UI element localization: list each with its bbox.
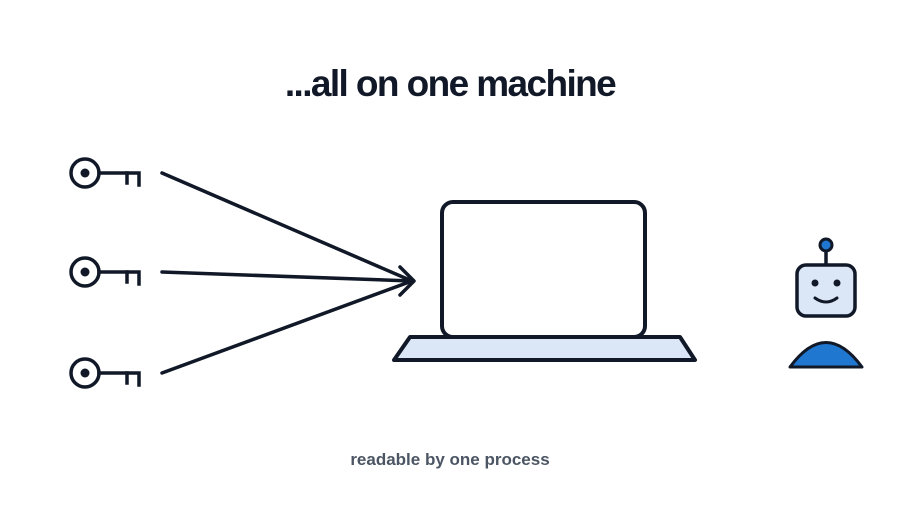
arrow-line-bottom [160,279,414,375]
robot-eye-right [833,279,841,287]
robot-antenna [818,237,834,253]
laptop-icon [392,200,697,362]
caption: readable by one process [350,450,550,469]
key-icon [69,157,141,189]
key-icon [69,256,141,288]
robot-eye-left [811,279,819,287]
laptop-screen [440,200,647,339]
arrow-line-middle [160,270,414,283]
robot-agent-icon [788,237,864,369]
key-icon [69,357,141,389]
arrow-head [398,265,416,297]
robot-body [788,341,864,369]
robot-smile [813,296,839,304]
slide-title: ...all on one machine [284,63,617,104]
arrow-line-top [160,171,414,283]
robot-head [795,263,857,318]
laptop-base [392,335,697,362]
